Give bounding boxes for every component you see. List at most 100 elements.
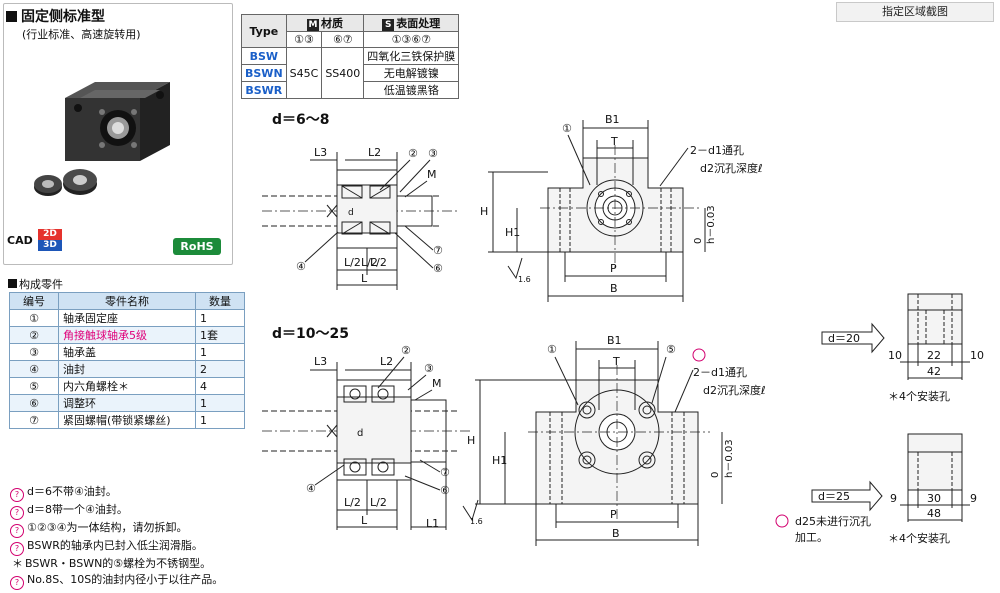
- tip-icon: ?: [10, 542, 24, 556]
- svg-text:⑤: ⑤: [666, 343, 676, 356]
- svg-text:M: M: [427, 168, 437, 181]
- svg-text:L: L: [361, 514, 368, 527]
- svg-text:⑥: ⑥: [440, 484, 450, 497]
- svg-text:10: 10: [970, 349, 984, 362]
- svg-text:1.6: 1.6: [470, 517, 483, 526]
- svg-text:d: d: [348, 208, 354, 218]
- svg-text:①: ①: [562, 122, 572, 135]
- notes: ?d＝6不带④油封。 ?d＝8带一个④油封。 ?①②③④为一体结构，请勿拆卸。 …: [10, 484, 223, 590]
- svg-text:30: 30: [927, 492, 941, 505]
- select-area-screenshot-button[interactable]: 指定区域截图: [836, 2, 994, 22]
- type-link[interactable]: BSWR: [241, 81, 287, 99]
- mat-value-2: SS400: [321, 47, 365, 99]
- surface-value: 无电解镀镍: [363, 64, 460, 82]
- svg-text:②: ②: [408, 147, 418, 160]
- svg-text:②: ②: [401, 344, 411, 357]
- tip-icon: ?: [10, 576, 24, 590]
- svg-text:d2沉孔深度ℓ: d2沉孔深度ℓ: [703, 383, 766, 397]
- parts-header-no: 编号: [9, 292, 59, 310]
- product-frame: [3, 3, 233, 265]
- rohs-badge: RoHS: [173, 238, 221, 255]
- svg-text:2－d1通孔: 2－d1通孔: [693, 366, 747, 379]
- mat-header-type: Type: [241, 14, 287, 48]
- mat-value-1: S45C: [285, 47, 323, 99]
- svg-text:加工。: 加工。: [795, 531, 828, 544]
- svg-text:⑥: ⑥: [433, 262, 443, 275]
- tip-icon: [692, 348, 706, 362]
- svg-text:L/2: L/2: [370, 496, 387, 509]
- note-item: ?①②③④为一体结构，请勿拆卸。: [10, 520, 223, 538]
- svg-text:B: B: [610, 282, 618, 295]
- tip-icon: ?: [10, 488, 24, 502]
- svg-text:d2沉孔深度ℓ: d2沉孔深度ℓ: [700, 161, 763, 175]
- svg-text:③: ③: [428, 147, 438, 160]
- svg-text:L/2: L/2: [344, 496, 361, 509]
- svg-text:⑦: ⑦: [440, 466, 450, 479]
- svg-text:L/2: L/2: [370, 256, 387, 269]
- note-item: ?d＝6不带④油封。: [10, 484, 223, 502]
- note-item: ?d＝8带一个④油封。: [10, 502, 223, 520]
- svg-text:0: 0: [710, 472, 721, 478]
- svg-text:L2: L2: [368, 146, 381, 159]
- product-image: [34, 82, 170, 196]
- type-link[interactable]: BSW: [241, 47, 287, 65]
- svg-text:h－0.03: h－0.03: [724, 439, 735, 478]
- asterisk-icon: ＊: [12, 557, 23, 570]
- diagram2-label: d＝10～25: [272, 326, 349, 342]
- svg-text:L/2: L/2: [361, 256, 378, 269]
- tip-icon: [775, 514, 789, 528]
- svg-text:10: 10: [888, 349, 902, 362]
- svg-text:48: 48: [927, 507, 941, 520]
- parts-section-title: 构成零件: [8, 276, 63, 292]
- svg-text:d: d: [357, 428, 363, 439]
- svg-text:L/2: L/2: [344, 256, 361, 269]
- diagram1-label: d＝6～8: [272, 112, 330, 128]
- svg-text:L1: L1: [426, 517, 439, 530]
- svg-text:L2: L2: [380, 355, 393, 368]
- svg-text:B: B: [612, 527, 620, 540]
- svg-text:B1: B1: [607, 334, 622, 347]
- mat-sub-1: ①③: [285, 31, 323, 48]
- svg-text:H1: H1: [505, 226, 520, 239]
- note-item: ＊BSWR・BSWN的⑤螺栓为不锈钢型。: [12, 557, 212, 570]
- parts-header-name: 零件名称: [58, 292, 196, 310]
- svg-text:0: 0: [693, 238, 704, 244]
- svg-text:9: 9: [890, 492, 897, 505]
- note-item: ?BSWR的轴承内已封入低尘润滑脂。: [10, 538, 223, 556]
- page-title: 固定侧标准型: [6, 6, 105, 26]
- svg-text:d＝20: d＝20: [828, 332, 860, 345]
- svg-text:22: 22: [927, 349, 941, 362]
- cad-2d-button[interactable]: 2D: [38, 229, 62, 240]
- svg-text:⑦: ⑦: [433, 244, 443, 257]
- svg-text:L3: L3: [314, 146, 327, 159]
- cad-download[interactable]: 2D 3D: [38, 229, 62, 251]
- svg-text:L3: L3: [314, 355, 327, 368]
- svg-text:M: M: [432, 377, 442, 390]
- svg-text:2－d1通孔: 2－d1通孔: [690, 144, 744, 157]
- svg-text:H: H: [467, 434, 475, 447]
- svg-text:H1: H1: [492, 454, 507, 467]
- tip-icon: ?: [10, 524, 24, 538]
- svg-text:＊4个安装孔: ＊4个安装孔: [888, 531, 950, 545]
- tip-icon: ?: [10, 506, 24, 520]
- svg-text:P: P: [610, 508, 617, 521]
- svg-text:③: ③: [424, 362, 434, 375]
- svg-text:h－0.03: h－0.03: [706, 205, 717, 244]
- svg-text:T: T: [610, 135, 618, 148]
- surface-value: 低温镀黑铬: [363, 81, 460, 99]
- svg-text:L: L: [361, 272, 368, 285]
- mat-sub-2: ⑥⑦: [321, 31, 365, 48]
- svg-text:42: 42: [927, 365, 941, 378]
- svg-text:P: P: [610, 262, 617, 275]
- cad-3d-button[interactable]: 3D: [38, 240, 62, 251]
- svg-text:①: ①: [547, 343, 557, 356]
- svg-text:H: H: [480, 205, 488, 218]
- svg-text:9: 9: [970, 492, 977, 505]
